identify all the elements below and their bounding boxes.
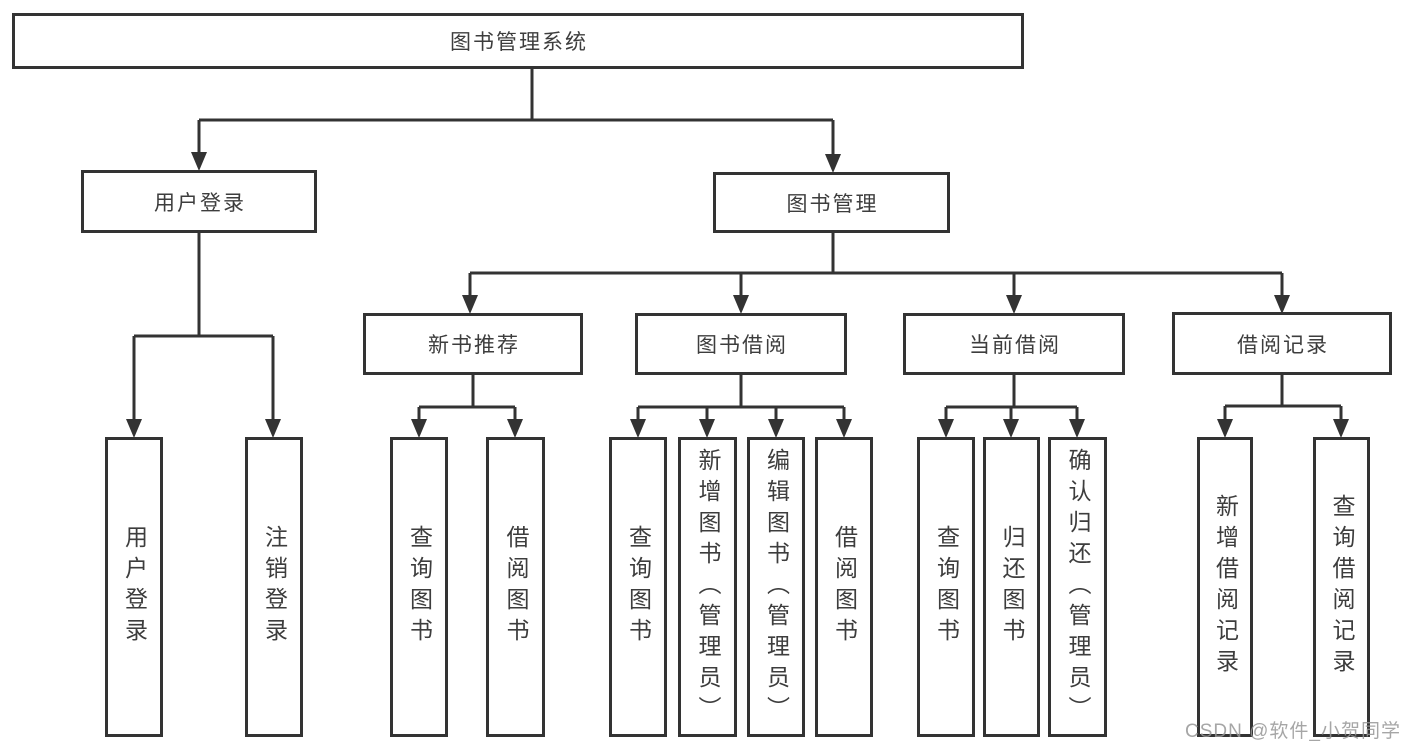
node-label: 用户登录 — [154, 191, 246, 215]
leaf-confirm-return-admin: 确认归还（管理员） — [1048, 437, 1107, 737]
leaf-borrow-query-books: 查询图书 — [609, 437, 667, 737]
node-label: 查询图书 — [933, 525, 960, 649]
node-borrow-records: 借阅记录 — [1172, 312, 1392, 375]
node-label: 查询图书 — [625, 525, 652, 649]
leaf-current-query-books: 查询图书 — [917, 437, 975, 737]
leaf-recommend-borrow-books: 借阅图书 — [486, 437, 545, 737]
node-label: 归还图书 — [999, 525, 1025, 649]
leaf-query-borrow-record: 查询借阅记录 — [1313, 437, 1370, 737]
node-label: 注销登录 — [261, 525, 288, 649]
node-label: 借阅记录 — [1237, 333, 1329, 357]
node-label: 用户登录 — [121, 525, 148, 649]
node-label: 图书管理系统 — [450, 31, 588, 54]
node-label: 编辑图书（管理员） — [763, 447, 790, 727]
leaf-edit-books-admin: 编辑图书（管理员） — [747, 437, 805, 737]
node-label: 图书管理 — [786, 192, 879, 216]
node-user-login: 用户登录 — [81, 170, 317, 233]
node-book-borrow: 图书借阅 — [635, 313, 847, 375]
leaf-return-books: 归还图书 — [983, 437, 1040, 737]
node-book-management: 图书管理 — [713, 172, 950, 233]
csdn-watermark: CSDN @软件_小贺同学 — [1185, 721, 1401, 742]
node-label: 查询借阅记录 — [1329, 494, 1355, 680]
node-label: 当前借阅 — [969, 334, 1061, 357]
node-label: 确认归还（管理员） — [1065, 447, 1091, 727]
node-label: 新增借阅记录 — [1212, 494, 1239, 680]
node-label: 图书借阅 — [696, 334, 788, 357]
node-label: 借阅图书 — [503, 525, 529, 649]
node-current-borrow: 当前借阅 — [903, 313, 1125, 375]
node-label: 查询图书 — [406, 525, 433, 649]
leaf-recommend-query-books: 查询图书 — [390, 437, 448, 737]
node-label: 新书推荐 — [428, 334, 520, 357]
leaf-add-borrow-record: 新增借阅记录 — [1197, 437, 1253, 737]
leaf-borrow-books: 借阅图书 — [815, 437, 873, 737]
node-label: 借阅图书 — [831, 525, 858, 649]
leaf-logout: 注销登录 — [245, 437, 303, 737]
leaf-add-books-admin: 新增图书（管理员） — [678, 437, 737, 737]
leaf-user-login: 用户登录 — [105, 437, 163, 737]
node-label: 新增图书（管理员） — [695, 447, 721, 727]
node-new-book-recommend: 新书推荐 — [363, 313, 583, 375]
node-root-system: 图书管理系统 — [12, 13, 1024, 69]
